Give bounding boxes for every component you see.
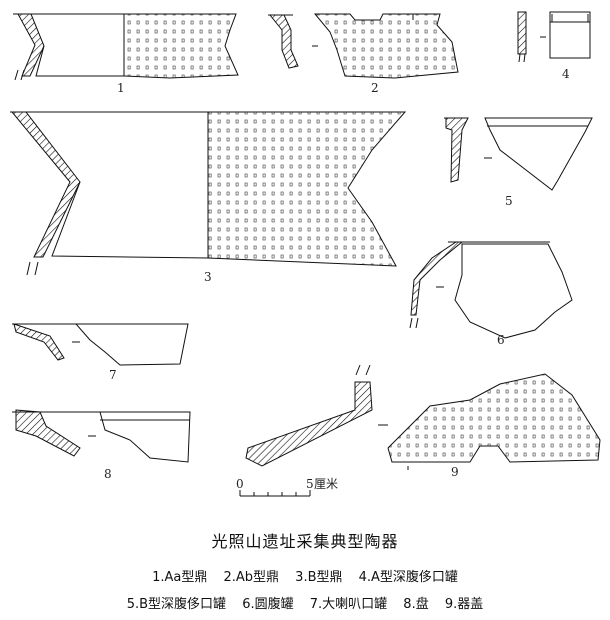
figure-title: 光照山遗址采集典型陶器 [211, 532, 399, 551]
scale-unit: 厘米 [314, 477, 338, 491]
legend-item-9: 9.器盖 [444, 597, 484, 612]
vessel-6 [409, 241, 573, 339]
legend-item-6: 6.圆腹罐 [242, 597, 294, 612]
number-5: 5 [505, 194, 513, 208]
number-3: 3 [204, 270, 212, 284]
number-6: 6 [497, 333, 505, 347]
number-4: 4 [562, 67, 570, 81]
scale-bar: 0 5 厘米 [236, 477, 338, 497]
number-9: 9 [451, 465, 459, 479]
legend-item-5: 5.B型深腹侈口罐 [126, 597, 227, 612]
vessel-9 [387, 373, 601, 470]
scale-end: 5 [306, 477, 314, 491]
number-8: 8 [104, 467, 112, 481]
legend-item-2: 2.Ab型鼎 [223, 570, 280, 585]
vessel-2 [268, 13, 459, 79]
vessel-3 [10, 111, 407, 276]
legend-item-4: 4.A型深腹侈口罐 [358, 570, 458, 585]
vessel-4 [517, 11, 591, 63]
vessel-5 [444, 117, 593, 191]
vessel-7 [12, 323, 189, 366]
number-7: 7 [109, 368, 117, 382]
vessel-8 [12, 409, 191, 463]
legend-item-1: 1.Aa型鼎 [152, 570, 208, 585]
legend-item-7: 7.大喇叭口罐 [309, 597, 388, 612]
figure-numbers: 1 2 3 4 5 6 7 8 9 [104, 67, 570, 481]
legend-item-8: 8.盘 [403, 597, 429, 612]
plate-profile [245, 364, 388, 467]
number-1: 1 [117, 81, 125, 95]
vessel-1 [13, 13, 239, 81]
scale-start: 0 [236, 477, 244, 491]
legend-item-3: 3.B型鼎 [295, 570, 343, 585]
number-2: 2 [371, 81, 379, 95]
legend-line-2: 5.B型深腹侈口罐 6.圆腹罐 7.大喇叭口罐 8.盘 9.器盖 [0, 593, 610, 612]
legend-line-1: 1.Aa型鼎 2.Ab型鼎 3.B型鼎 4.A型深腹侈口罐 [0, 566, 610, 585]
